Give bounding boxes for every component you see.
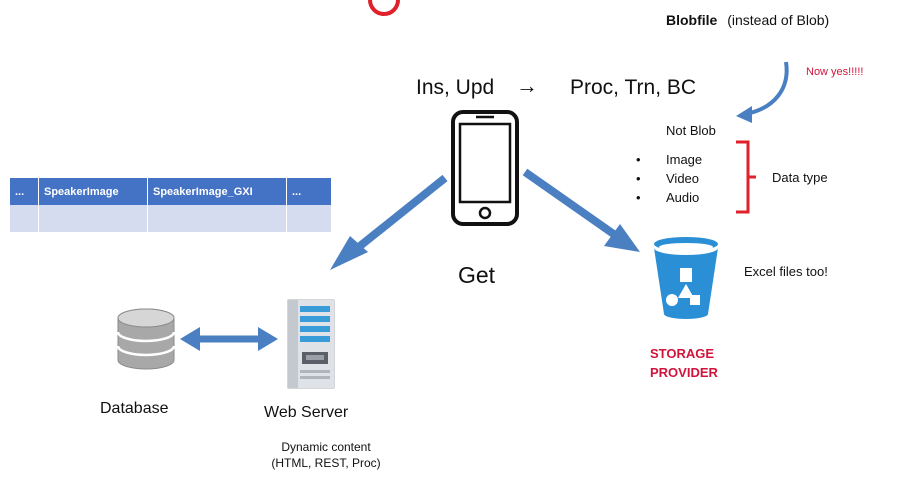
table-cell (38, 205, 148, 232)
double-arrow (180, 327, 278, 351)
arrow-to-storage (522, 168, 640, 252)
media-type-item: •Video (636, 171, 700, 186)
data-type-label: Data type (772, 170, 828, 185)
web-server-icon (287, 299, 335, 389)
speaker-table: ... SpeakerImage SpeakerImage_GXI ... (10, 178, 331, 232)
phone-icon (451, 110, 519, 226)
table-cell (10, 205, 39, 232)
table-header-row: ... SpeakerImage SpeakerImage_GXI ... (10, 178, 331, 205)
storage-label-1: STORAGE (650, 346, 715, 361)
web-server-label: Web Server (264, 404, 349, 421)
storage-label-2: PROVIDER (650, 365, 718, 380)
media-type-list: •Image •Video •Audio (636, 150, 702, 207)
partial-red-logo (368, 0, 400, 16)
blobfile-rest: (instead of Blob) (727, 12, 830, 28)
table-cell (147, 205, 287, 232)
blobfile-bold: Blobfile (666, 12, 718, 28)
now-yes-note: Now yes!!!!! (806, 66, 864, 78)
arrow-to-web-server (330, 174, 448, 270)
database-label: Database (100, 400, 169, 417)
not-blob-label: Not Blob (666, 123, 716, 138)
table-header-cell: ... (10, 178, 39, 205)
table-header-cell: ... (286, 178, 331, 205)
get-label: Get (458, 262, 496, 288)
web-server-desc-1: Dynamic content (281, 440, 371, 454)
data-type-bracket (736, 140, 756, 214)
curved-arrow-head (736, 106, 752, 123)
proc-trn-bc-label: Proc, Trn, BC (570, 76, 697, 99)
media-type-item: •Image (636, 152, 703, 167)
blobfile-heading: Blobfile (instead of Blob) (666, 12, 829, 28)
table-header-cell: SpeakerImage_GXI (147, 178, 287, 205)
excel-files-note: Excel files too! (744, 264, 828, 279)
curved-arrow (745, 61, 789, 116)
web-server-desc-2: (HTML, REST, Proc) (271, 456, 381, 470)
media-type-item: •Audio (636, 190, 700, 205)
right-arrow-icon: → (516, 73, 538, 98)
ins-upd-label: Ins, Upd (416, 76, 495, 99)
database-icon (116, 308, 176, 370)
storage-bucket-icon (654, 237, 718, 319)
table-row (10, 205, 331, 232)
table-cell (286, 205, 331, 232)
table-header-cell: SpeakerImage (38, 178, 148, 205)
